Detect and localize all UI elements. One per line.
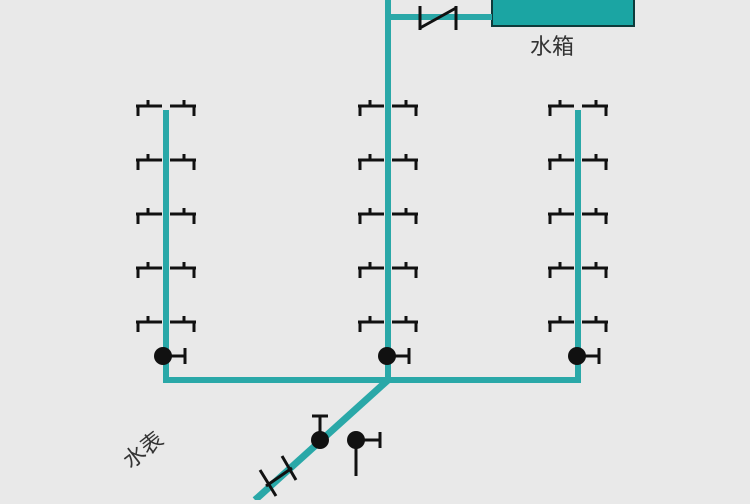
- faucet-icon: [582, 316, 608, 332]
- gate-valve-icon: [347, 431, 382, 476]
- faucet-icon: [358, 208, 384, 224]
- check-valve-icon: [258, 455, 298, 497]
- gate-valve-icon: [154, 347, 187, 365]
- faucet-icon: [392, 100, 418, 116]
- gate-valve-icon: [378, 347, 411, 365]
- faucet-icon: [358, 100, 384, 116]
- faucet-icon: [170, 100, 196, 116]
- gate-valve-icon: [311, 414, 329, 449]
- check-valve-icon: [418, 6, 458, 30]
- faucet-icon: [136, 208, 162, 224]
- faucet-group: [136, 100, 608, 332]
- water-tank: [491, 0, 635, 27]
- faucet-icon: [136, 262, 162, 278]
- faucet-icon: [548, 262, 574, 278]
- faucet-icon: [170, 208, 196, 224]
- faucet-icon: [358, 154, 384, 170]
- faucet-icon: [548, 316, 574, 332]
- faucet-icon: [358, 316, 384, 332]
- faucet-icon: [170, 262, 196, 278]
- faucet-icon: [548, 154, 574, 170]
- faucet-icon: [136, 316, 162, 332]
- faucet-icon: [548, 100, 574, 116]
- faucet-icon: [582, 154, 608, 170]
- faucet-icon: [358, 262, 384, 278]
- faucet-icon: [392, 208, 418, 224]
- faucet-icon: [392, 154, 418, 170]
- faucet-icon: [170, 154, 196, 170]
- faucet-icon: [392, 262, 418, 278]
- faucet-icon: [136, 154, 162, 170]
- faucet-icon: [392, 316, 418, 332]
- faucet-icon: [170, 316, 196, 332]
- faucet-icon: [582, 262, 608, 278]
- gate-valve-icon: [568, 347, 601, 365]
- faucet-icon: [582, 208, 608, 224]
- tank-label: 水箱: [530, 35, 575, 60]
- faucet-icon: [136, 100, 162, 116]
- faucet-icon: [582, 100, 608, 116]
- faucet-icon: [548, 208, 574, 224]
